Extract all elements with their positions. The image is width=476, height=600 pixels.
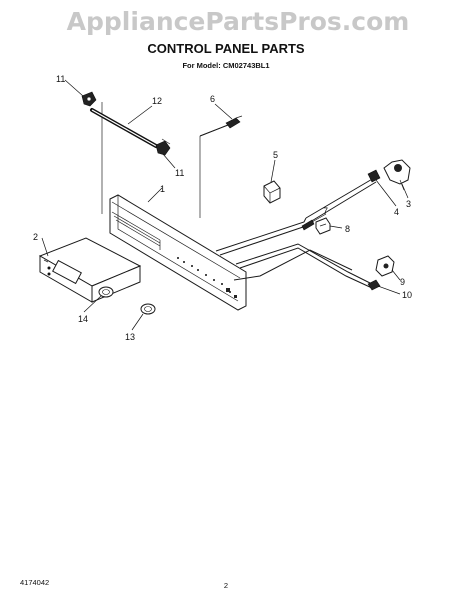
part-13-knob (140, 303, 156, 315)
part-14-knob (98, 286, 114, 298)
part-1-control-panel (109, 194, 247, 311)
part-4-clip (367, 169, 381, 183)
callout-10: 10 (402, 290, 412, 300)
callout-2: 2 (33, 232, 38, 242)
callout-3: 3 (406, 199, 411, 209)
part-5-button-cap (263, 180, 281, 204)
callout-14: 14 (78, 314, 88, 324)
part-10-connector (367, 279, 381, 291)
part-3-switch (383, 159, 411, 191)
part-12-rod (90, 108, 158, 148)
document-number: 4174042 (20, 578, 49, 587)
part-9-switch (375, 255, 395, 277)
page-title: CONTROL PANEL PARTS (147, 41, 305, 56)
page-number: 2 (224, 581, 228, 590)
callout-1: 1 (160, 184, 165, 194)
model-subtitle: For Model: CM02743BL1 (182, 61, 269, 70)
callout-5: 5 (273, 150, 278, 160)
part-11-upper-clip (81, 91, 97, 107)
callout-labels: 11 12 11 6 5 1 2 14 13 4 3 7 8 9 10 (33, 74, 412, 342)
part-7-fuse (301, 219, 315, 231)
watermark: AppliancePartsPros.com (67, 7, 410, 36)
wiring-harness (215, 177, 377, 289)
callout-12: 12 (152, 96, 162, 106)
callout-6: 6 (210, 94, 215, 104)
part-8-connector (315, 217, 331, 235)
callout-9: 9 (400, 277, 405, 287)
part-2-touch-pad (38, 237, 142, 303)
callout-11-upper: 11 (56, 74, 65, 84)
leader-lines (41, 79, 409, 331)
callout-11-lower: 11 (175, 168, 184, 178)
part-11-lower-clip (155, 138, 171, 156)
callout-8: 8 (345, 224, 350, 234)
callout-13: 13 (125, 332, 135, 342)
part-6-probe (199, 115, 243, 137)
callout-7: 7 (323, 206, 328, 216)
callout-4: 4 (394, 207, 399, 217)
